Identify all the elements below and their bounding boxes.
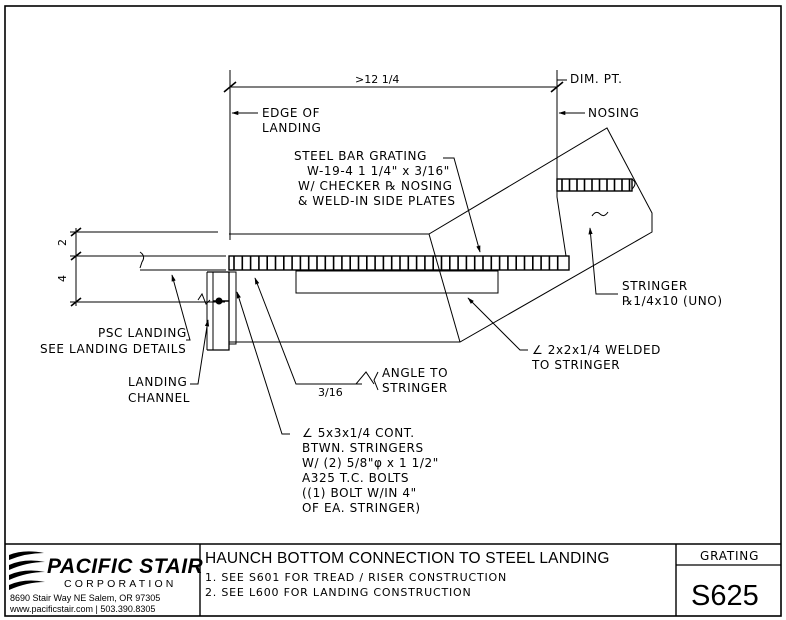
grating-note-line-1: STEEL BAR GRATING — [294, 149, 427, 163]
grating-note-line-4: & WELD-IN SIDE PLATES — [298, 194, 456, 208]
company-contact: www.pacificstair.com | 503.390.8305 — [9, 604, 155, 614]
drawing-labels: >12 1/4 DIM. PT. NOSING EDGE OF LANDING … — [40, 72, 723, 515]
dim-left-4: 4 — [56, 275, 69, 282]
cont-angle-line-6: OF EA. STRINGER) — [302, 501, 421, 515]
nosing-grating — [556, 178, 633, 192]
angle-welded-leader — [467, 297, 528, 351]
grating-bar — [228, 255, 570, 271]
detail-title: HAUNCH BOTTOM CONNECTION TO STEEL LANDIN… — [205, 550, 610, 567]
landing-channel-leader — [190, 319, 210, 385]
title-block — [5, 543, 781, 616]
stringer-leader — [588, 227, 618, 295]
cont-angle-line-2: BTWN. STRINGERS — [302, 441, 424, 455]
grating-note-line-2: W-19-4 1 1/4" x 3/16" — [307, 164, 450, 178]
detail-note-2: 2. SEE L600 FOR LANDING CONSTRUCTION — [205, 586, 472, 599]
weld-size-label: 3/16 — [318, 386, 343, 399]
detail-note-1: 1. SEE S601 FOR TREAD / RISER CONSTRUCTI… — [205, 571, 507, 584]
cont-angle-line-1: ∠ 5x3x1/4 CONT. — [302, 426, 415, 440]
psc-landing-line-1: PSC LANDING — [98, 326, 187, 340]
sheet-border — [4, 5, 782, 617]
cont-angle-line-5: ((1) BOLT W/IN 4" — [302, 486, 417, 500]
grating-note-line-3: W/ CHECKER ℞ NOSING — [298, 179, 453, 193]
landing-channel — [207, 271, 230, 351]
weld-leader — [254, 277, 302, 385]
nosing-label: NOSING — [588, 106, 639, 120]
sheet-number: S625 — [691, 580, 759, 612]
angle-welded-line-2: TO STRINGER — [531, 358, 620, 372]
grating-bearing-bars — [233, 256, 559, 270]
nosing-riser — [556, 185, 567, 257]
stringer-note-line-2: ℞1/4x10 (UNO) — [622, 294, 723, 308]
logo-swoosh-icon — [9, 551, 45, 590]
cont-angle-line-3: W/ (2) 5/8"φ x 1 1/2" — [302, 456, 439, 470]
psc-landing-leader — [171, 274, 191, 341]
stringer-note-line-1: STRINGER — [622, 279, 688, 293]
company-corporation: CORPORATION — [64, 578, 177, 590]
landing-channel-line-2: CHANNEL — [128, 391, 190, 405]
weld-symbol — [355, 371, 375, 385]
detail-drawing — [70, 70, 653, 435]
edge-of-landing-line-1: EDGE OF — [262, 106, 320, 120]
angle-to-stringer-line-2: STRINGER — [382, 381, 448, 395]
cont-angle-line-4: A325 T.C. BOLTS — [302, 471, 409, 485]
angle-welded-line-1: ∠ 2x2x1/4 WELDED — [532, 343, 661, 357]
landing-channel-line-1: LANDING — [128, 375, 187, 389]
psc-landing-line-2: SEE LANDING DETAILS — [40, 342, 186, 356]
edge-of-landing-line-2: LANDING — [262, 121, 321, 135]
dimension-top-label: >12 1/4 — [355, 73, 399, 86]
angle-to-stringer-line-1: ANGLE TO — [382, 366, 448, 380]
grating-leader — [443, 157, 481, 253]
cont-angle-leader — [236, 291, 290, 435]
support-angle — [295, 270, 499, 294]
company-name: PACIFIC STAIR — [47, 555, 204, 578]
dim-left-2: 2 — [56, 239, 69, 246]
continuous-angle — [228, 271, 237, 345]
company-logo: PACIFIC STAIR CORPORATION 8690 Stair Way… — [9, 551, 204, 614]
company-address: 8690 Stair Way NE Salem, OR 97305 — [10, 593, 160, 603]
detail-category: GRATING — [700, 549, 759, 563]
stringer-outline — [229, 127, 653, 343]
dim-pt-label: DIM. PT. — [570, 72, 623, 86]
